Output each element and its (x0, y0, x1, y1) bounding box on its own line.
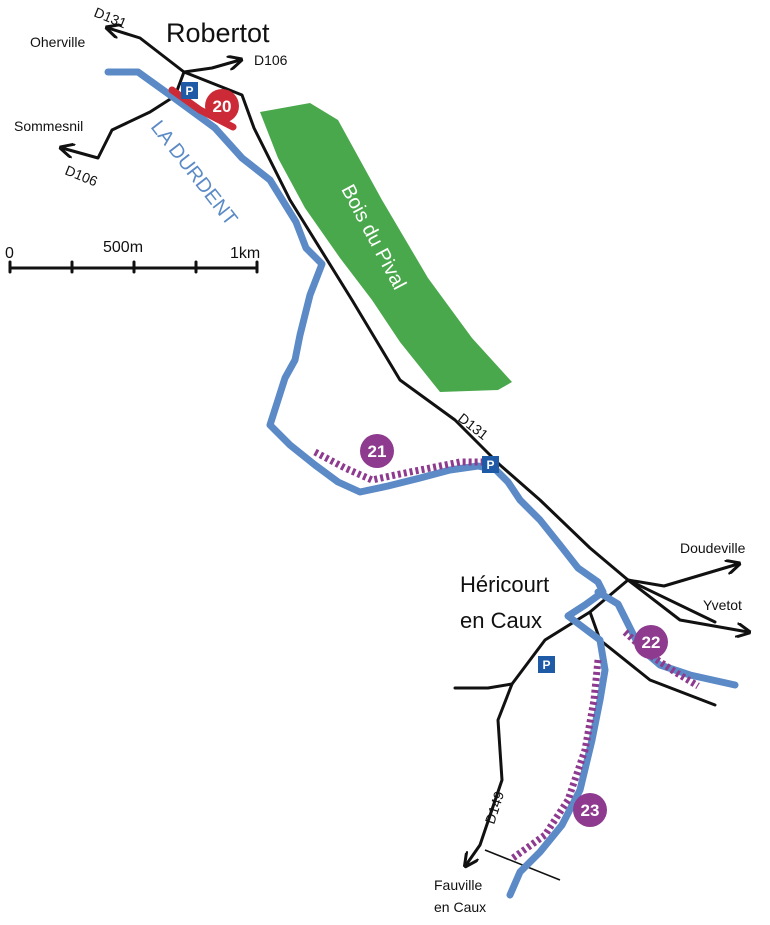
dest-oherville: Oherville (30, 34, 85, 50)
svg-text:22: 22 (642, 633, 661, 652)
svg-text:20: 20 (213, 97, 232, 116)
road-label-d149: D149 (482, 789, 508, 826)
svg-text:23: 23 (581, 801, 600, 820)
river-label: LA DURDENT (146, 117, 241, 230)
parking-icon[interactable]: P (181, 82, 198, 99)
svg-text:P: P (185, 84, 193, 98)
town-hericourt-line1: Héricourt (460, 572, 549, 597)
road-label-d106-west: D106 (63, 162, 100, 189)
road-network (62, 28, 748, 881)
river-la-durdent (104, 68, 609, 899)
dest-fauville-line2: en Caux (434, 899, 486, 915)
dest-yvetot: Yvetot (703, 597, 742, 613)
trail-badge-23[interactable]: 23 (573, 793, 607, 827)
trail-badge-20[interactable]: 20 (205, 89, 239, 123)
trail-21 (313, 448, 488, 484)
road-label-d106-east: D106 (254, 52, 288, 68)
dest-doudeville: Doudeville (680, 540, 746, 556)
town-robertot: Robertot (166, 18, 270, 48)
dest-sommesnil: Sommesnil (14, 118, 83, 134)
scale-mid-label: 500m (103, 239, 143, 256)
trail-badge-22[interactable]: 22 (634, 625, 668, 659)
trail-badge-21[interactable]: 21 (360, 434, 394, 468)
svg-text:P: P (486, 458, 494, 472)
scale-bar: 0 500m 1km (5, 239, 260, 274)
town-hericourt-line2: en Caux (460, 608, 542, 633)
parking-icon[interactable]: P (538, 656, 555, 673)
scale-end-label: 1km (230, 245, 260, 262)
svg-text:21: 21 (368, 442, 387, 461)
scale-zero-label: 0 (5, 245, 14, 262)
dest-fauville-line1: Fauville (434, 877, 482, 893)
svg-text:P: P (542, 658, 550, 672)
trail-23 (510, 659, 602, 861)
forest-bois-du-pival (260, 103, 512, 392)
trail-22 (622, 629, 700, 689)
parking-icon[interactable]: P (482, 456, 499, 473)
